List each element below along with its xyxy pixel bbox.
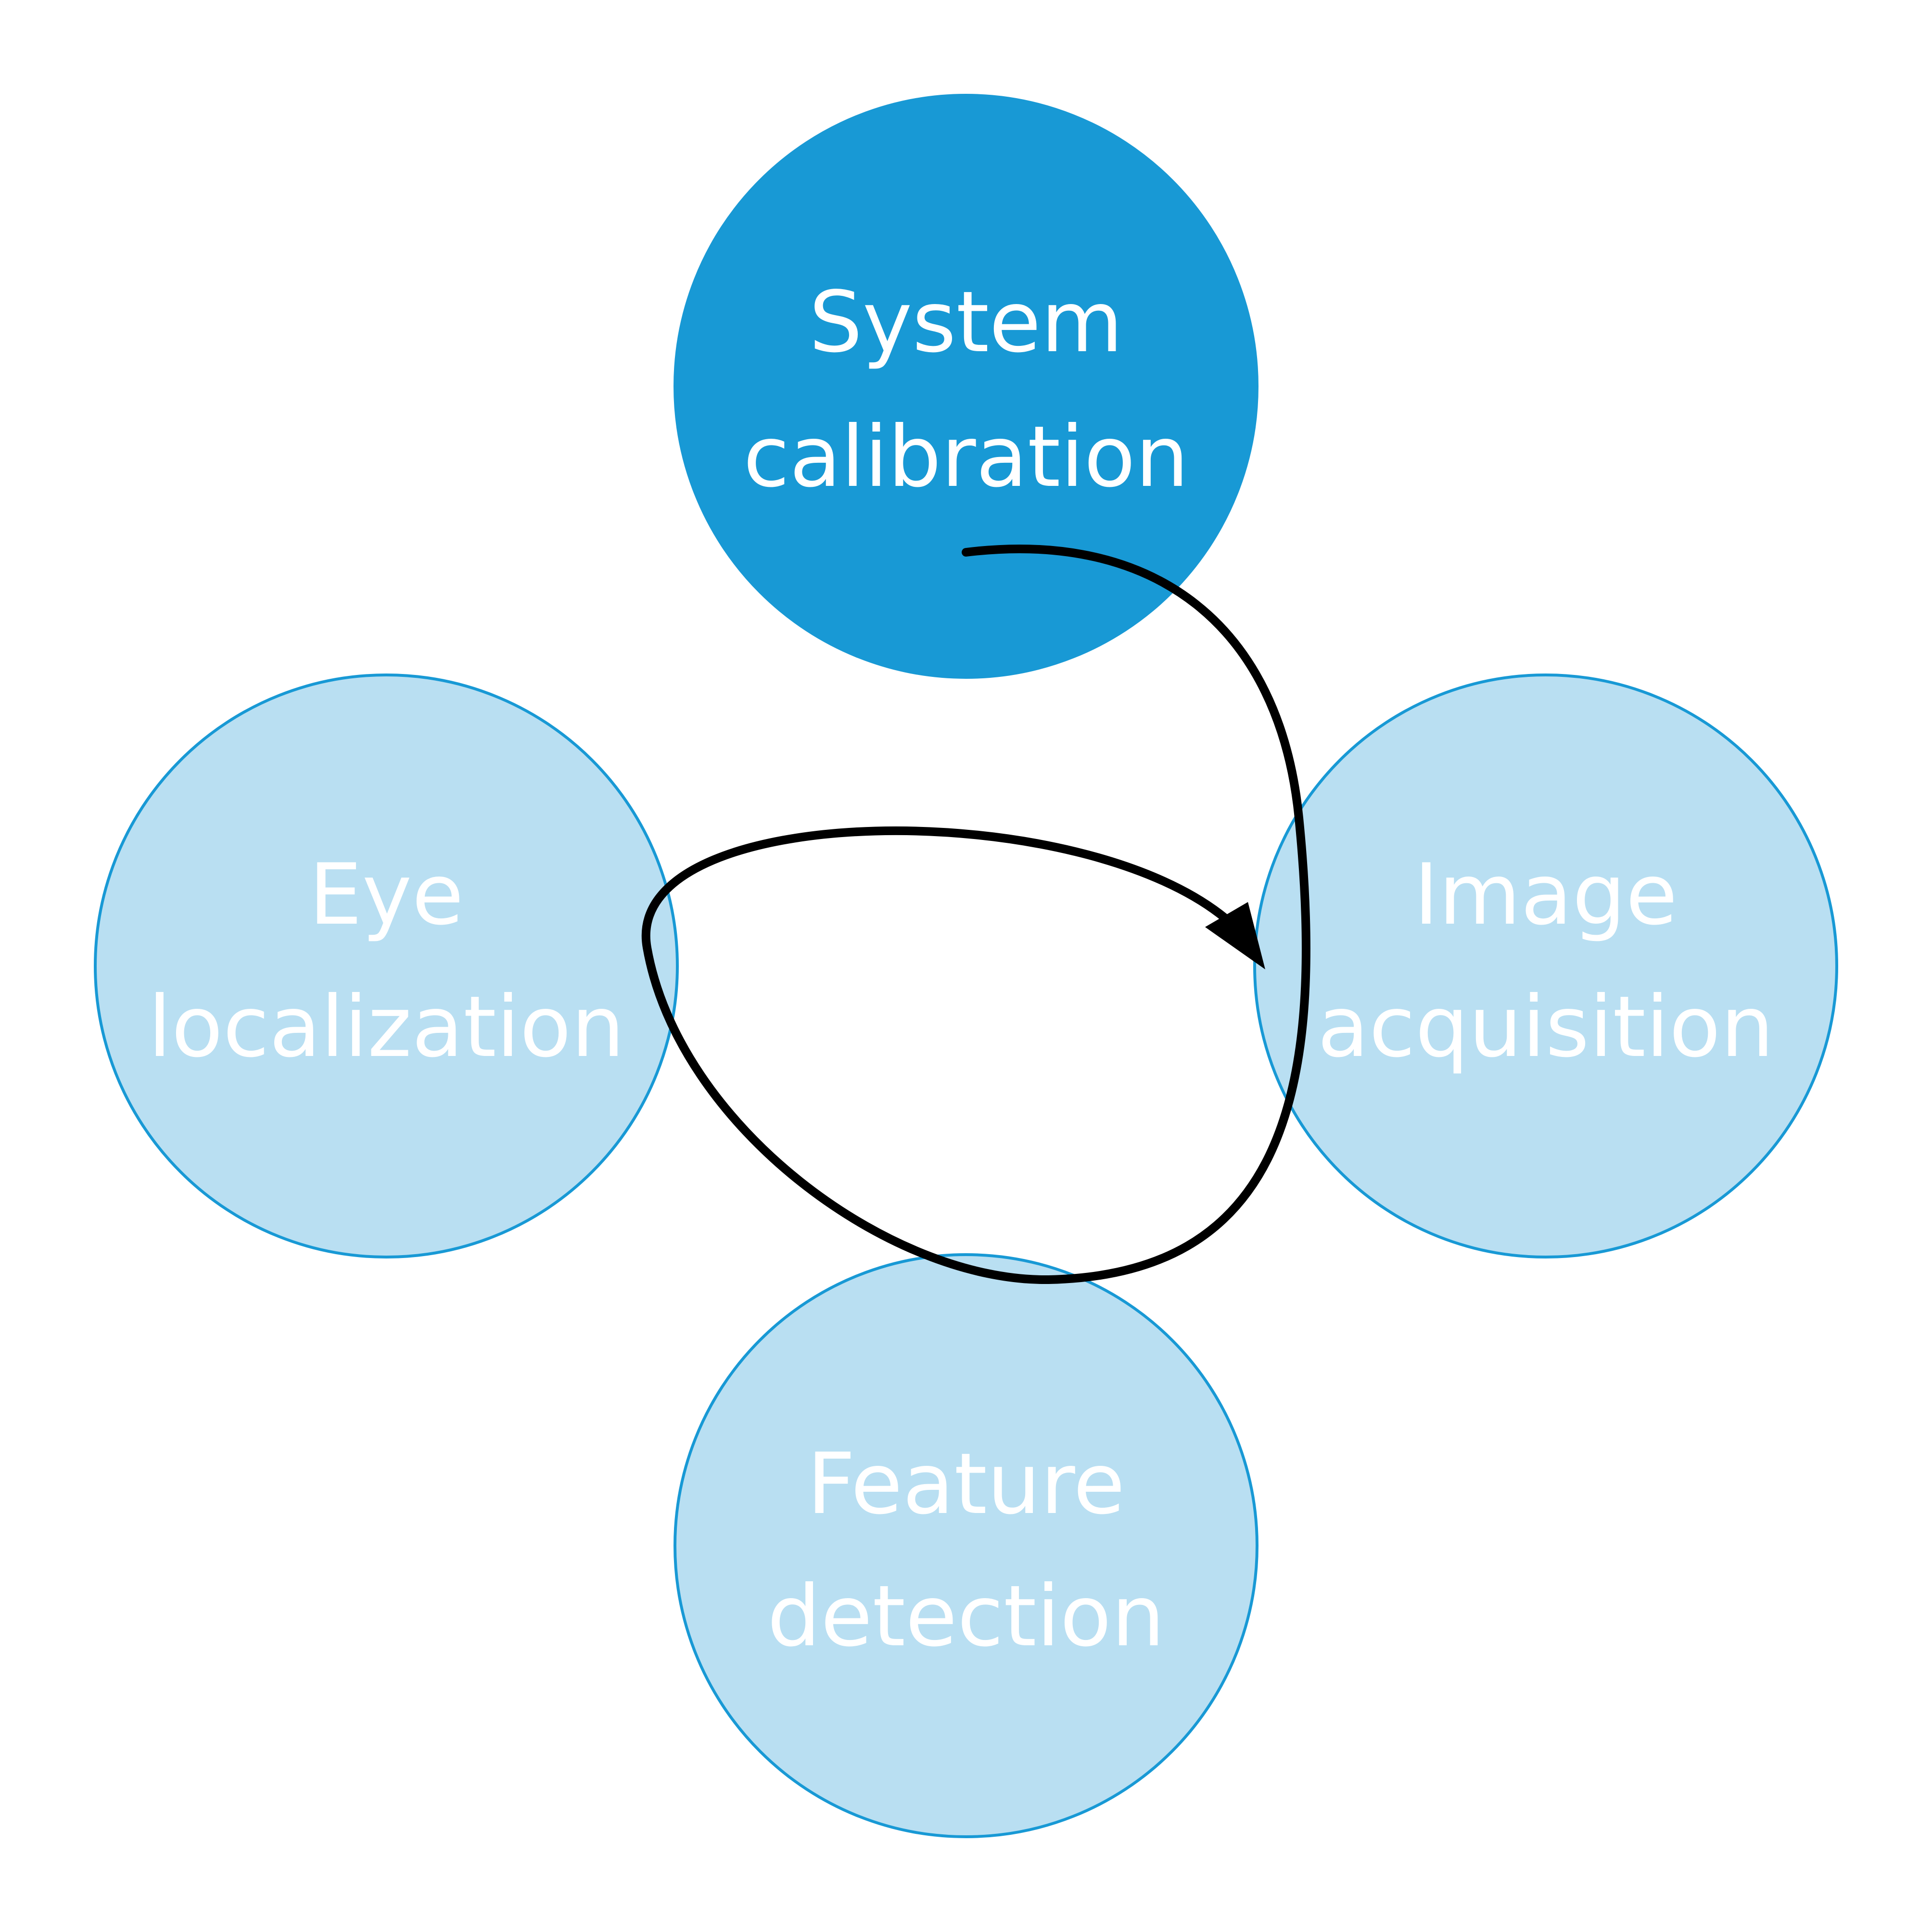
image-acquisition-label-line2: acquisition <box>1317 979 1774 1076</box>
system-calibration-label-line1: System <box>809 274 1123 371</box>
eye-localization-label-line1: Eye <box>309 846 464 944</box>
feature-detection-label-line2: detection <box>767 1568 1165 1665</box>
eye-localization-label-line2: localization <box>148 979 625 1076</box>
flow-arrowhead <box>1205 902 1265 969</box>
eye-localization-node <box>94 674 679 1258</box>
feature-detection-node <box>674 1253 1258 1838</box>
image-acquisition-label-line1: Image <box>1414 846 1678 944</box>
system-calibration-label-line2: calibration <box>743 408 1189 506</box>
process-flow-line <box>641 545 1310 1284</box>
system-calibration-node <box>674 94 1258 679</box>
image-acquisition-node <box>1253 674 1838 1258</box>
feature-detection-label-line1: Feature <box>807 1436 1125 1533</box>
